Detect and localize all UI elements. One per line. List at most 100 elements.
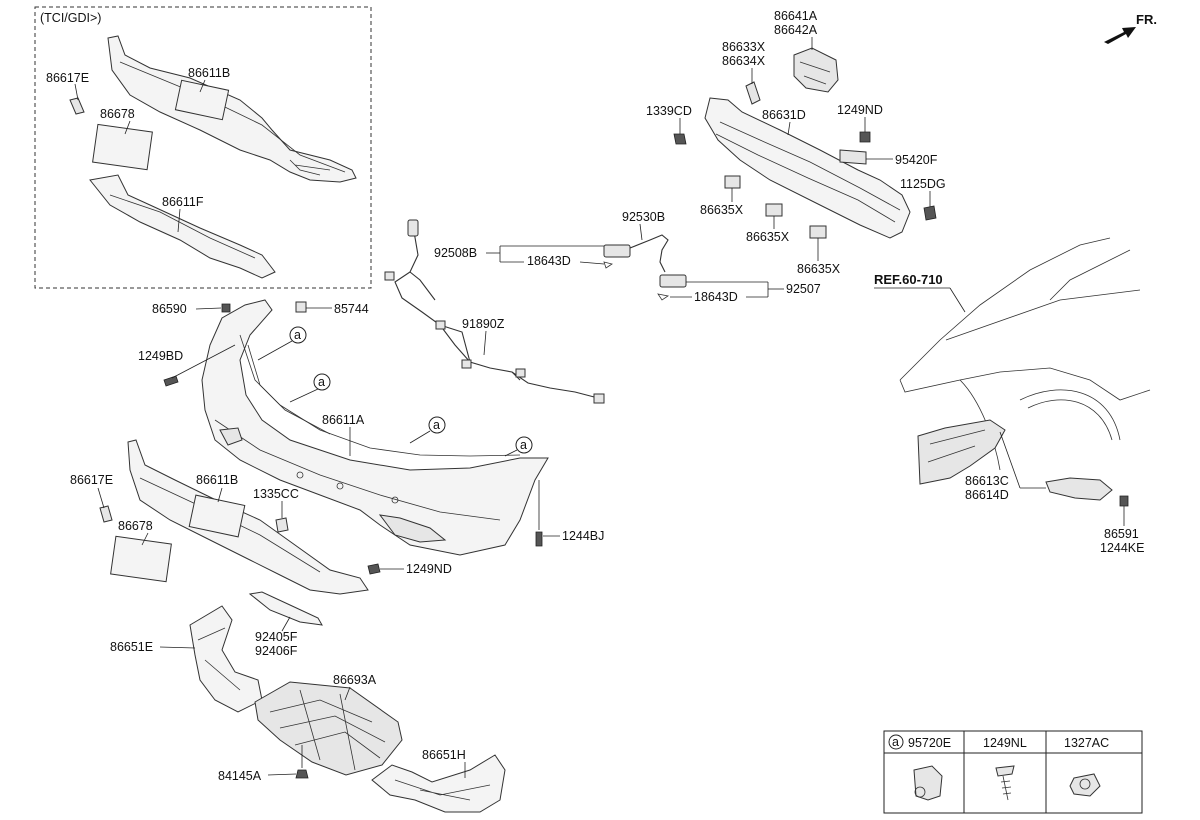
bulb-18643D-a [603, 261, 613, 269]
label-95420F: 95420F [895, 153, 938, 167]
inset-title: (TCI/GDI>) [40, 11, 101, 25]
clip-1335CC [275, 517, 289, 533]
svg-text:a: a [294, 328, 301, 342]
label-86614D: 86614D [965, 488, 1009, 502]
label-86631D: 86631D [762, 108, 806, 122]
legend-col-1327AC: 1327AC [1064, 736, 1109, 750]
label-86642A: 86642A [774, 23, 818, 37]
label-1249BD: 1249BD [138, 349, 183, 363]
bracket-86635X-b [765, 203, 783, 217]
inset-frame [34, 6, 372, 289]
label-1335CC: 1335CC [253, 487, 299, 501]
bracket-86633X [745, 81, 761, 105]
screw-icon [995, 765, 1015, 777]
under-cover-86693A [254, 681, 403, 776]
bracket-86641A [793, 47, 839, 93]
label-92530B: 92530B [622, 210, 665, 224]
harness-92530B [629, 234, 669, 273]
label-92406F: 92406F [255, 644, 298, 658]
callout-a-4 [515, 436, 533, 454]
svg-text:a: a [318, 375, 325, 389]
label-86611B-bottom: 86611B [196, 473, 238, 487]
label-85744: 85744 [334, 302, 369, 316]
callout-a-1 [289, 326, 307, 344]
label-1125DG: 1125DG [900, 177, 946, 191]
bolt-1244BJ [535, 531, 543, 547]
label-86651E: 86651E [110, 640, 153, 654]
legend-callout-a [888, 734, 904, 750]
label-18643D-a: 18643D [527, 254, 571, 268]
bulb-18643D-b [657, 293, 670, 301]
label-86635X-a: 86635X [700, 203, 744, 217]
label-86678-top: 86678 [100, 107, 135, 121]
callout-a-2 [313, 373, 331, 391]
front-arrow-group: FR. [1104, 12, 1157, 44]
label-18643D-b: 18643D [694, 290, 738, 304]
bumper-beam-group: 86641A 86642A 86633X 86634X 1339CD 86631… [646, 9, 946, 276]
label-86613C: 86613C [965, 474, 1009, 488]
svg-text:a: a [892, 735, 899, 749]
legend-table: a 95720E 1249NL 1327AC [883, 730, 1143, 814]
under-cover-group: 86651E 86693A 84145A 86651H [110, 605, 506, 813]
inset-group: (TCI/GDI>) 86617E 86611B 86678 86611F [34, 6, 372, 289]
parking-sensor-hole [336, 482, 344, 490]
lower-clip-86617E [99, 505, 113, 523]
label-86633X: 86633X [722, 40, 766, 54]
inset-lower-skid-86611F [89, 174, 276, 279]
orientation-label: FR. [1136, 12, 1157, 27]
wiring-harness-group: 91890Z [384, 219, 605, 404]
lower-bumper-86611B [127, 439, 369, 595]
label-86590: 86590 [152, 302, 187, 316]
bracket-95420F [839, 149, 867, 165]
label-86678-bottom: 86678 [118, 519, 153, 533]
vehicle-rear-quarter-outline [899, 237, 1151, 401]
inset-license-plate [92, 123, 153, 171]
side-cover-86651H [371, 754, 506, 813]
bolt-1249ND-top [859, 131, 871, 143]
label-1339CD: 1339CD [646, 104, 692, 118]
label-1244BJ: 1244BJ [562, 529, 604, 543]
nut-84145A [295, 769, 309, 779]
license-lamp-group: 92530B 92508B 18643D 18643D 92507 [434, 210, 821, 304]
garnish-92405F [248, 591, 323, 626]
bumper-reflector [378, 514, 447, 543]
nut-icon [1069, 773, 1101, 797]
inset-clip-86617E [69, 97, 85, 115]
label-86611F: 86611F [162, 195, 204, 209]
lower-bumper-group: 86617E 86611B 1335CC 86678 1249ND 92405F… [70, 439, 452, 658]
parking-sensor-icon [913, 765, 943, 801]
lower-plate-bracket [188, 494, 246, 538]
bolt-1125DG [923, 205, 937, 221]
label-86611B-top: 86611B [188, 66, 230, 80]
nut-1339CD [673, 133, 687, 145]
bumper-cover-group: a a a a 86590 85744 1249BD 86611A 1244BJ [138, 299, 604, 556]
fastener-86590 [221, 303, 231, 313]
label-86617E-bottom: 86617E [70, 473, 113, 487]
bumper-side-bracket-86614D [1045, 477, 1113, 501]
svg-text:a: a [433, 418, 440, 432]
label-1249ND-top: 1249ND [837, 103, 883, 117]
bracket-86635X-c [809, 225, 827, 239]
fastener-85744 [295, 301, 307, 313]
legend-col-1249NL: 1249NL [983, 736, 1027, 750]
reference-label: REF.60-710 [874, 272, 943, 287]
bolt-1249ND-lower [367, 563, 381, 575]
label-86651H: 86651H [422, 748, 466, 762]
label-92508B: 92508B [434, 246, 477, 260]
svg-text:a: a [520, 438, 527, 452]
bracket-86635X-a [724, 175, 741, 189]
wiring-harness-91890Z [394, 219, 599, 399]
label-86693A: 86693A [333, 673, 377, 687]
label-92405F: 92405F [255, 630, 298, 644]
bolt-1249BD [163, 375, 179, 387]
label-86591: 86591 [1104, 527, 1139, 541]
lamp-92508B [603, 244, 631, 258]
label-86635X-c: 86635X [797, 262, 841, 276]
label-86617E-top: 86617E [46, 71, 89, 85]
label-86641A: 86641A [774, 9, 818, 23]
label-1244KE: 1244KE [1100, 541, 1144, 555]
lamp-92507 [659, 274, 687, 288]
front-arrow-icon [1104, 27, 1136, 44]
bumper-tow-hook-cover [219, 427, 243, 446]
